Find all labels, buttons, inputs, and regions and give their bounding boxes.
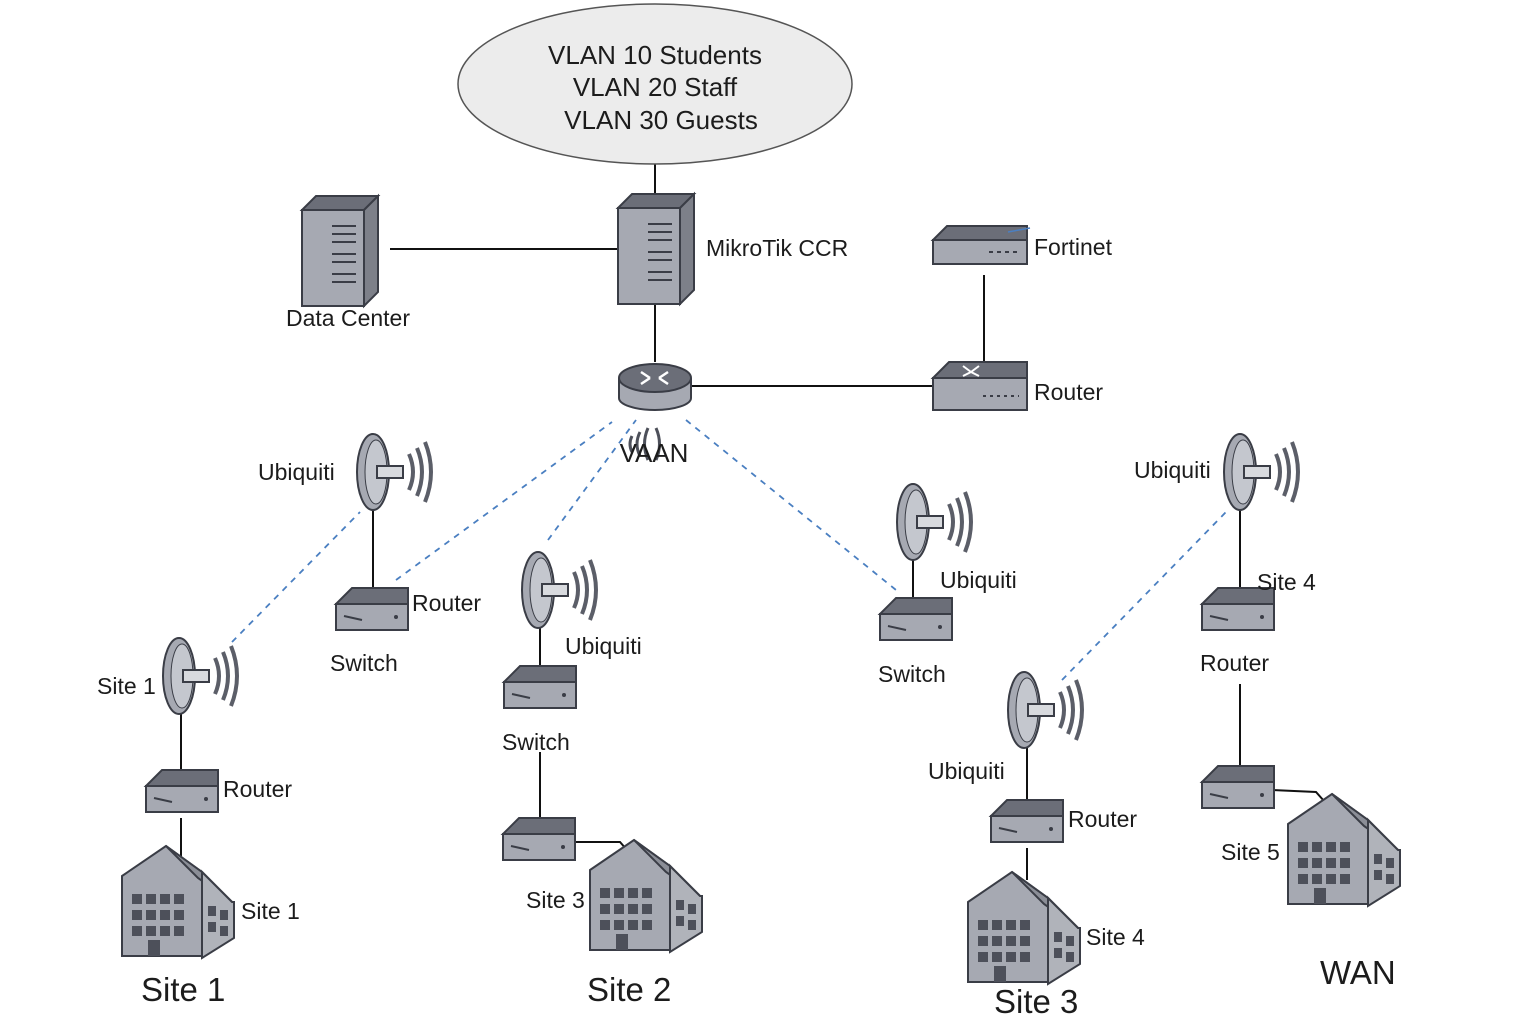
fortinet: Fortinet — [932, 225, 1113, 265]
building-icon — [1287, 793, 1401, 907]
site-3: Ubiquiti Router Site 4 Site 3 — [928, 670, 1145, 1020]
router-icon — [990, 799, 1064, 843]
mikrotik-ccr: MikroTik CCR — [617, 193, 848, 305]
wan-hub: VAAN — [617, 362, 693, 468]
vlan-ellipse — [457, 3, 853, 165]
wireless-hub-to-branch-b — [685, 419, 897, 591]
router-icon — [617, 362, 693, 412]
mikrotik-label: MikroTik CCR — [706, 235, 848, 261]
fortinet-label: Fortinet — [1034, 234, 1113, 260]
antenna-icon — [1222, 432, 1300, 512]
wireless-links — [231, 419, 1227, 681]
site3-ubiquiti-label: Ubiquiti — [928, 758, 1005, 784]
fortinet-leader-line — [1007, 227, 1031, 233]
antenna-icon — [1006, 670, 1084, 750]
wan-caption: WAN — [1320, 954, 1396, 991]
antenna-icon — [520, 550, 598, 630]
branch-a: Ubiquiti Router Switch — [258, 432, 481, 676]
wireless-waves-icon — [628, 427, 661, 461]
building-icon — [589, 839, 703, 953]
site2-ubiquiti-label: Ubiquiti — [565, 633, 642, 659]
router-icon — [502, 817, 576, 861]
core-router: Router — [932, 361, 1103, 411]
branch-b-switch-label: Switch — [878, 661, 946, 687]
site3-caption: Site 3 — [994, 983, 1078, 1020]
antenna-icon — [895, 482, 973, 562]
switch-icon — [335, 587, 409, 631]
site4-ubiquiti-label: Ubiquiti — [1134, 457, 1211, 483]
site-1: Site 1 Router Site 1 Site 1 — [97, 636, 300, 1008]
core-router-label: Router — [1034, 379, 1103, 405]
data-center: Data Center — [286, 195, 410, 331]
vlan-line-2: VLAN 20 Staff — [573, 72, 738, 102]
site-4: Ubiquiti Site 4 Router Site 5 WAN — [1134, 432, 1401, 991]
vlan-cloud: VLAN 10 Students VLAN 20 Staff VLAN 30 G… — [457, 3, 853, 165]
site2-caption: Site 2 — [587, 971, 671, 1008]
site-2: Ubiquiti Switch Site 3 Site 2 — [502, 550, 703, 1008]
switch-icon — [1201, 765, 1275, 809]
switch-icon — [879, 597, 953, 641]
switch-icon — [503, 665, 577, 709]
building-icon — [121, 845, 235, 959]
building-icon — [967, 871, 1081, 985]
branch-b: Ubiquiti Switch — [878, 482, 1017, 687]
branch-a-ubiquiti-label: Ubiquiti — [258, 459, 335, 485]
site4-building-label: Site 5 — [1221, 839, 1280, 865]
site1-caption: Site 1 — [141, 971, 225, 1008]
site3-building-label: Site 4 — [1086, 924, 1145, 950]
site2-switch-label: Switch — [502, 729, 570, 755]
server-icon — [617, 193, 695, 305]
antenna-icon — [355, 432, 433, 512]
wireless-router-a-to-hub — [395, 421, 613, 581]
wan-hub-label: VAAN — [620, 438, 689, 468]
site1-router-label: Router — [223, 776, 292, 802]
wireless-site3-to-site4 — [1061, 511, 1227, 681]
site1-building-label: Site 1 — [241, 898, 300, 924]
vlan-line-1: VLAN 10 Students — [548, 40, 762, 70]
vlan-line-3: VLAN 30 Guests — [564, 105, 758, 135]
branch-a-switch-label: Switch — [330, 650, 398, 676]
site4-site-label: Site 4 — [1257, 569, 1316, 595]
solid-links — [180, 164, 1333, 880]
router-icon — [145, 769, 219, 813]
site1-ap-label: Site 1 — [97, 673, 156, 699]
wireless-site2-to-hub — [547, 419, 637, 541]
antenna-icon — [161, 636, 239, 716]
site2-building-label: Site 3 — [526, 887, 585, 913]
site4-router-label: Router — [1200, 650, 1269, 676]
site3-router-label: Router — [1068, 806, 1137, 832]
data-center-label: Data Center — [286, 305, 410, 331]
server-icon — [301, 195, 379, 307]
branch-a-router-label: Router — [412, 590, 481, 616]
router-icon — [932, 361, 1028, 411]
branch-b-ubiquiti-label: Ubiquiti — [940, 567, 1017, 593]
